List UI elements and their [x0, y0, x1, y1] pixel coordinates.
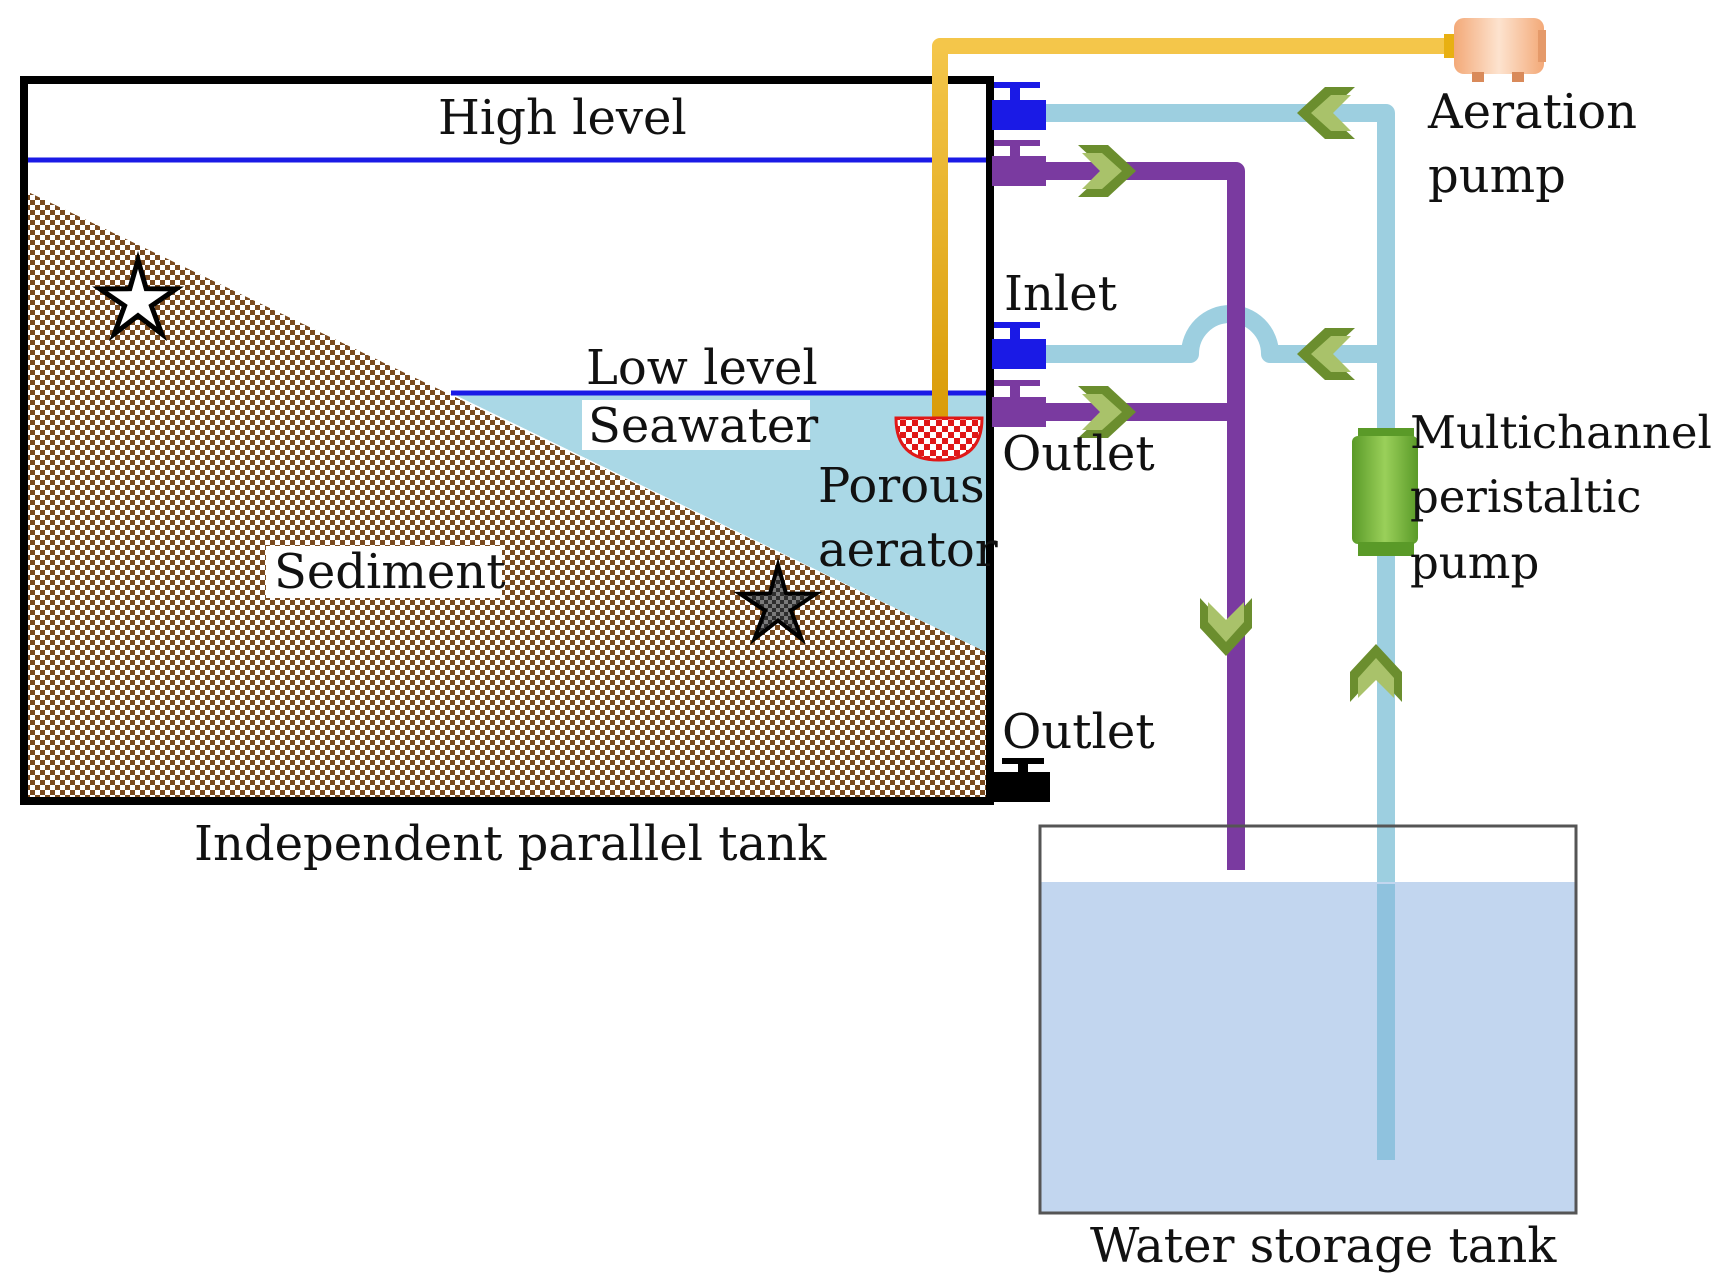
chevron-arrow-icon	[1078, 386, 1136, 438]
chevron-arrow-icon	[1297, 328, 1355, 380]
peristaltic-pump-label-line1: Multichannel	[1410, 406, 1712, 459]
seawater-label-bg	[582, 400, 810, 450]
air-pipe	[932, 38, 1465, 420]
storage-water	[1040, 882, 1576, 1213]
outlet-bottom-label: Outlet	[1002, 704, 1155, 760]
star-outline-icon	[92, 250, 184, 342]
chevron-arrow-icon	[1297, 87, 1355, 139]
porous-aerator-label-line2: aerator	[818, 522, 998, 578]
peristaltic-pump-label-line3: pump	[1410, 536, 1539, 589]
seawater-region	[451, 393, 986, 652]
chevron-arrow-icon	[1078, 145, 1136, 197]
chevron-arrow-icon	[1200, 598, 1252, 656]
sediment-region	[24, 190, 986, 803]
seawater-label: Seawater	[588, 398, 818, 454]
inlet-valve-low	[992, 322, 1046, 369]
water-storage-tank	[1038, 824, 1578, 1215]
peristaltic-pump-label-line2: peristaltic	[1410, 470, 1641, 523]
aeration-pump-label-line2: pump	[1428, 148, 1566, 204]
independent-tank-label: Independent parallel tank	[194, 816, 827, 872]
porous-aerator-label-line1: Porous	[818, 458, 985, 514]
outlet-valve-high	[992, 140, 1046, 186]
bottom-outlet-valve	[992, 758, 1050, 802]
high-level-label: High level	[438, 90, 687, 146]
chevron-arrow-icon	[1350, 644, 1402, 702]
independent-parallel-tank	[20, 76, 994, 805]
inlet-valve-high	[992, 82, 1046, 130]
outlet-valve-low	[992, 380, 1046, 427]
aeration-pump	[1444, 18, 1546, 82]
sediment-label: Sediment	[274, 544, 506, 600]
multichannel-peristaltic-pump	[1352, 428, 1418, 556]
sediment-label-bg	[266, 546, 502, 598]
inlet-pipe-high	[1044, 104, 1395, 1160]
inlet-label: Inlet	[1004, 266, 1117, 322]
storage-tank-label: Water storage tank	[1090, 1218, 1557, 1274]
aeration-pump-label-line1: Aeration	[1427, 84, 1637, 140]
porous-aerator	[894, 416, 984, 462]
low-level-label: Low level	[586, 340, 818, 396]
star-filled-icon	[733, 557, 823, 645]
outlet-upper-label: Outlet	[1002, 426, 1155, 482]
